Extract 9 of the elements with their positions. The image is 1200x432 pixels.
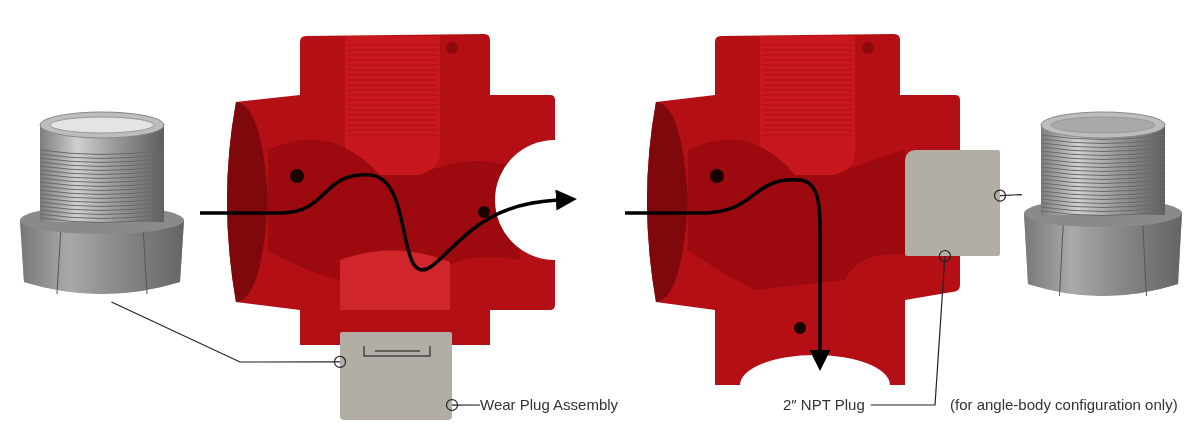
leader-line bbox=[993, 189, 1023, 202]
leader-line bbox=[110, 301, 347, 368]
part-label: Wear Plug Assembly bbox=[480, 396, 619, 414]
note-text: (for angle-body configuration only) bbox=[950, 396, 1178, 414]
part-label: 2″ NPT Plug bbox=[783, 396, 865, 414]
leader-line bbox=[445, 398, 481, 412]
plug-part bbox=[905, 150, 1000, 256]
wear-plug-part bbox=[340, 332, 452, 420]
leader-line bbox=[870, 249, 951, 406]
